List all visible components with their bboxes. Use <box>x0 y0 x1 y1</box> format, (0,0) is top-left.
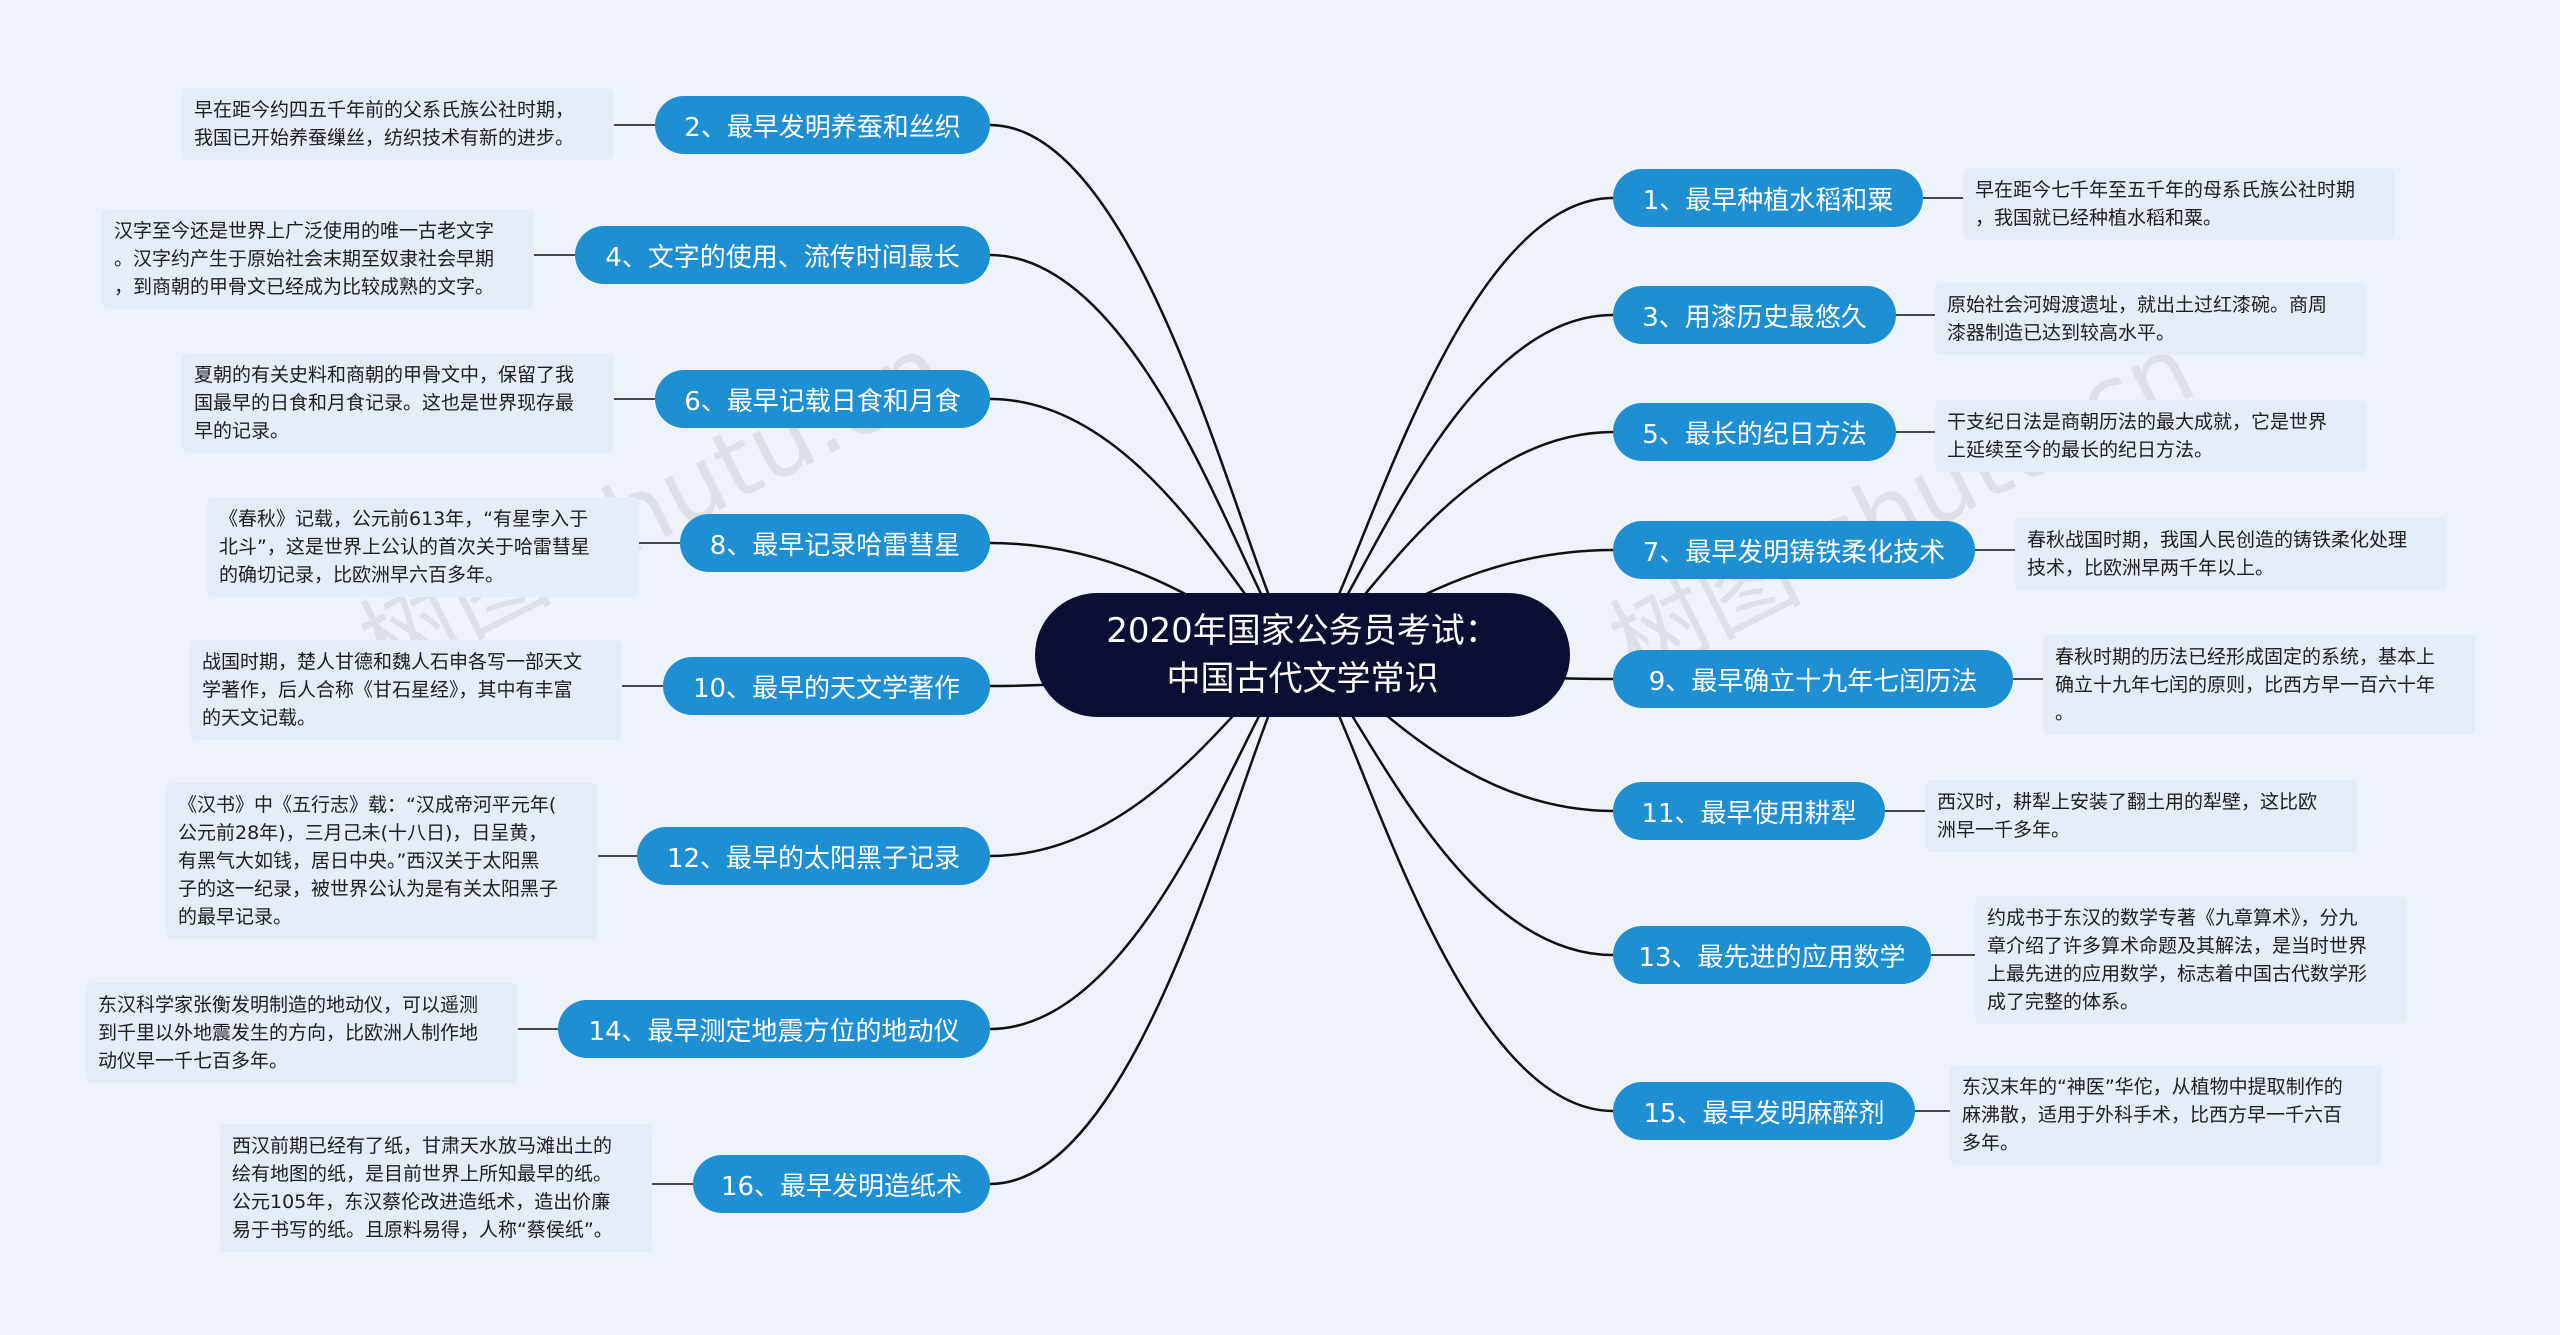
topic-astronomy-work[interactable]: 10、最早的天文学著作 <box>663 657 990 715</box>
central-topic-line-1: 2020年国家公务员考试： <box>1106 611 1499 651</box>
connector-topic-rice-millet <box>1301 196 1614 657</box>
topic-writing-system[interactable]: 4、文字的使用、流传时间最长 <box>575 226 990 284</box>
note-plough: 西汉时，耕犁上安装了翻土用的犁壁，这比欧 洲早一千多年。 <box>1925 780 2357 852</box>
note-rice-millet: 早在距今七千年至五千年的母系氏族公社时期 ，我国就已经种植水稻和粟。 <box>1963 168 2395 240</box>
topic-sericulture[interactable]: 2、最早发明养蚕和丝织 <box>655 96 990 154</box>
topic-anesthetic[interactable]: 15、最早发明麻醉剂 <box>1613 1082 1915 1140</box>
topic-mathematics[interactable]: 13、最先进的应用数学 <box>1613 926 1931 984</box>
topic-day-counting[interactable]: 5、最长的纪日方法 <box>1613 403 1896 461</box>
connector-topic-anesthetic <box>1301 653 1614 1113</box>
central-topic-line-2: 中国古代文学常识 <box>1166 659 1439 699</box>
note-seismograph: 东汉科学家张衡发明制造的地动仪，可以遥测 到千里以外地震发生的方向，比欧洲人制作… <box>86 983 518 1083</box>
note-halley-comet: 《春秋》记载，公元前613年，“有星孛入于 北斗”，这是世界上公认的首次关于哈雷… <box>207 497 639 597</box>
note-cast-iron: 春秋战国时期，我国人民创造的铸铁柔化处理 技术，比欧洲早两千年以上。 <box>2015 518 2447 590</box>
note-astronomy-work: 战国时期，楚人甘德和魏人石申各写一部天文 学著作，后人合称《甘石星经》，其中有丰… <box>190 640 622 740</box>
topic-rice-millet[interactable]: 1、最早种植水稻和粟 <box>1613 169 1923 227</box>
note-calendar: 春秋时期的历法已经形成固定的系统，基本上 确立十九年七闰的原则，比西方早一百六十… <box>2043 635 2475 735</box>
note-writing-system: 汉字至今还是世界上广泛使用的唯一古老文字 。汉字约产生于原始社会末期至奴隶社会早… <box>102 209 534 309</box>
note-lacquer: 原始社会河姆渡遗址，就出土过红漆碗。商周 漆器制造已达到较高水平。 <box>1935 283 2367 355</box>
note-sericulture: 早在距今约四五千年前的父系氏族公社时期， 我国已开始养蚕缫丝，纺织技术有新的进步… <box>182 88 614 160</box>
central-topic[interactable]: 2020年国家公务员考试： 中国古代文学常识 <box>1035 593 1570 717</box>
topic-lacquer[interactable]: 3、用漆历史最悠久 <box>1613 286 1896 344</box>
note-papermaking: 西汉前期已经有了纸，甘肃天水放马滩出土的 绘有地图的纸，是目前世界上所知最早的纸… <box>220 1124 652 1252</box>
note-day-counting: 干支纪日法是商朝历法的最大成就，它是世界 上延续至今的最长的纪日方法。 <box>1935 400 2367 472</box>
topic-plough[interactable]: 11、最早使用耕犁 <box>1613 782 1885 840</box>
note-mathematics: 约成书于东汉的数学专著《九章算术》，分九 章介绍了许多算术命题及其解法，是当时世… <box>1975 896 2407 1024</box>
note-anesthetic: 东汉末年的“神医”华佗，从植物中提取制作的 麻沸散，适用于外科手术，比西方早一千… <box>1950 1065 2382 1165</box>
topic-eclipse-records[interactable]: 6、最早记载日食和月食 <box>655 370 990 428</box>
topic-cast-iron[interactable]: 7、最早发明铸铁柔化技术 <box>1613 521 1975 579</box>
note-sunspot-record: 《汉书》中《五行志》载：“汉成帝河平元年( 公元前28年)，三月己未(十八日)，… <box>166 783 598 939</box>
topic-sunspot-record[interactable]: 12、最早的太阳黑子记录 <box>637 827 990 885</box>
topic-seismograph[interactable]: 14、最早测定地震方位的地动仪 <box>558 1000 990 1058</box>
topic-papermaking[interactable]: 16、最早发明造纸术 <box>693 1155 990 1213</box>
topic-halley-comet[interactable]: 8、最早记录哈雷彗星 <box>680 514 990 572</box>
note-eclipse-records: 夏朝的有关史料和商朝的甲骨文中，保留了我 国最早的日食和月食记录。这也是世界现存… <box>182 353 614 453</box>
topic-calendar[interactable]: 9、最早确立十九年七闰历法 <box>1613 650 2013 708</box>
